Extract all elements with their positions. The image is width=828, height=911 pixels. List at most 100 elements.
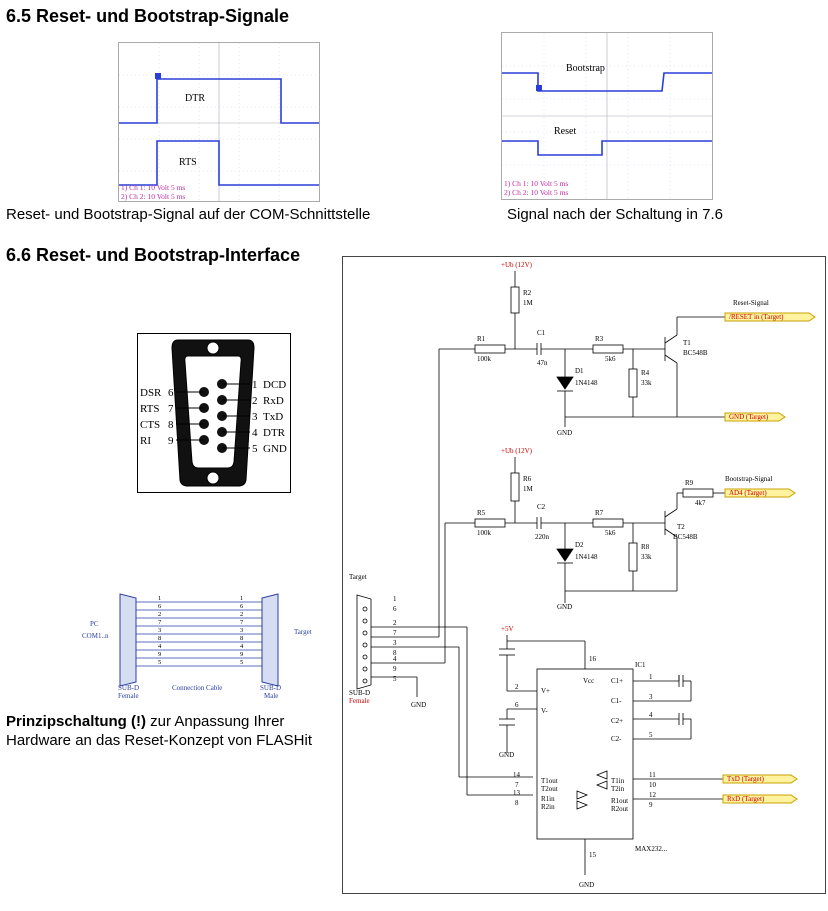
cable-pin: 6 — [240, 603, 244, 610]
ic-left-pin: 2 — [515, 683, 519, 691]
section-heading-6-6: 6.6 Reset- und Bootstrap-Interface — [6, 245, 300, 266]
scope-1-label-rts: RTS — [179, 157, 197, 168]
ic-right-label: T2in — [611, 785, 625, 793]
ic-right-label: C1+ — [611, 677, 623, 685]
gnd-label: GND — [557, 603, 572, 611]
db9-left-name: RI — [140, 435, 151, 447]
r5-value: 100k — [477, 529, 492, 537]
db9-right-name: DTR — [263, 427, 286, 439]
ic-label: IC1 — [635, 661, 646, 669]
ic-right-label: R2out — [611, 805, 628, 813]
db9-right-num: 1 — [252, 379, 258, 391]
d1-value: 1N4148 — [575, 379, 598, 387]
scope-1-label-dtr: DTR — [185, 93, 205, 104]
r1-label: R1 — [477, 335, 486, 343]
c1-value: 47n — [537, 359, 548, 367]
ic-right-pin: 9 — [649, 801, 653, 809]
r4-value: 33k — [641, 379, 652, 387]
scope-2-label-bootstrap: Bootstrap — [566, 63, 605, 74]
oscilloscope-image-2: Bootstrap Reset 1) Ch 1: 10 Volt 5 ms 2)… — [501, 32, 713, 200]
section-number: 6.6 — [6, 245, 32, 265]
scope-1-legend-1: 1) Ch 1: 10 Volt 5 ms — [121, 183, 185, 192]
principle-note: Prinzipschaltung (!) zur Anpassung Ihrer… — [6, 712, 326, 750]
reset-signal-label: Reset-Signal — [733, 299, 769, 307]
cable-pin: 1 — [240, 595, 243, 602]
ic-pin-16: 16 — [589, 655, 597, 663]
cable-mid-label: Connection Cable — [172, 684, 222, 692]
ic-right-pin: 1 — [649, 673, 653, 681]
conn-pin: 7 — [393, 629, 397, 637]
d2-label: D2 — [575, 541, 584, 549]
scope-2-trace: Bootstrap Reset 1) Ch 1: 10 Volt 5 ms 2)… — [502, 33, 712, 199]
cable-pin: 8 — [240, 635, 243, 642]
cable-pin: 7 — [240, 619, 244, 626]
conn-pin: 6 — [393, 605, 397, 613]
gnd-label: GND — [557, 429, 572, 437]
ic-left-pin: 6 — [515, 701, 519, 709]
c2-label: C2 — [537, 503, 546, 511]
db9-left-num: 8 — [168, 419, 174, 431]
ic-right-pin: 3 — [649, 693, 653, 701]
schematic-drawing: +Ub (12V) +Ub (12V) +5V /RESET in (Targe… — [349, 261, 816, 889]
cable-pin: 1 — [158, 595, 161, 602]
gnd-label: GND — [411, 701, 426, 709]
db9-right-num: 3 — [252, 411, 258, 423]
interface-schematic: +Ub (12V) +Ub (12V) +5V /RESET in (Targe… — [342, 256, 826, 894]
cable-subd-left: SUB-D — [118, 684, 139, 692]
ic-left-label: V- — [541, 707, 548, 715]
section-number: 6.5 — [6, 6, 32, 26]
ad4-tag: AD4 (Target) — [729, 489, 767, 497]
db9-right-name: DCD — [263, 379, 286, 391]
db9-right-name: TxD — [263, 411, 283, 423]
cable-pin: 3 — [240, 627, 243, 634]
txd-tag: TxD (Target) — [727, 775, 765, 783]
r7-value: 5k6 — [605, 529, 616, 537]
scope-2-caption: Signal nach der Schaltung in 7.6 — [507, 206, 723, 223]
cable-pin: 7 — [158, 619, 162, 626]
conn-pin: 4 — [393, 655, 397, 663]
ic-left-pin: 8 — [515, 799, 519, 807]
conn-pin: 3 — [393, 639, 397, 647]
t2-value: BC548B — [673, 533, 698, 541]
cable-pin: 5 — [158, 659, 161, 666]
cable-pin: 8 — [158, 635, 161, 642]
gnd-target-tag: GND (Target) — [729, 413, 769, 421]
cable-pin: 4 — [158, 643, 162, 650]
ic-vcc: Vcc — [583, 677, 594, 685]
reset-tag: /RESET in (Target) — [729, 313, 784, 321]
r2-label: R2 — [523, 289, 532, 297]
r7-label: R7 — [595, 509, 604, 517]
cable-pin: 4 — [240, 643, 244, 650]
cable-com-label: COM1..n — [82, 632, 109, 640]
r5-label: R5 — [477, 509, 486, 517]
vcc-label-1: +Ub (12V) — [501, 261, 533, 269]
ic-right-label: R1out — [611, 797, 628, 805]
cable-male: Male — [264, 692, 278, 700]
d2-value: 1N4148 — [575, 553, 598, 561]
ic-right-pin: 12 — [649, 791, 657, 799]
r9-label: R9 — [685, 479, 694, 487]
cable-pin: 9 — [158, 651, 161, 658]
scope-1-trace: DTR RTS 1) Ch 1: 10 Volt 5 ms 2) Ch 2: 1… — [119, 43, 319, 201]
ic-left-label: T2out — [541, 785, 558, 793]
note-text: zur Anpassung Ihrer Hardware an das Rese… — [6, 713, 312, 749]
female-label: Female — [349, 697, 370, 705]
target-label: Target — [349, 573, 367, 581]
cable-pc-label: PC — [90, 620, 99, 628]
cable-pin: 3 — [158, 627, 161, 634]
r2-value: 1M — [523, 299, 534, 307]
r3-label: R3 — [595, 335, 604, 343]
ic-left-label: T1out — [541, 777, 558, 785]
gnd-label: GND — [499, 751, 514, 759]
conn-pin: 2 — [393, 619, 397, 627]
ic-right-label: C2- — [611, 735, 622, 743]
t2-label: T2 — [677, 523, 685, 531]
note-bold: Prinzipschaltung (!) — [6, 713, 146, 730]
ic-left-pin: 13 — [513, 789, 521, 797]
ic-left-label: R1in — [541, 795, 555, 803]
db9-left-name: DSR — [140, 387, 162, 399]
ic-right-pin: 11 — [649, 771, 656, 779]
ic-right-label: T1in — [611, 777, 625, 785]
